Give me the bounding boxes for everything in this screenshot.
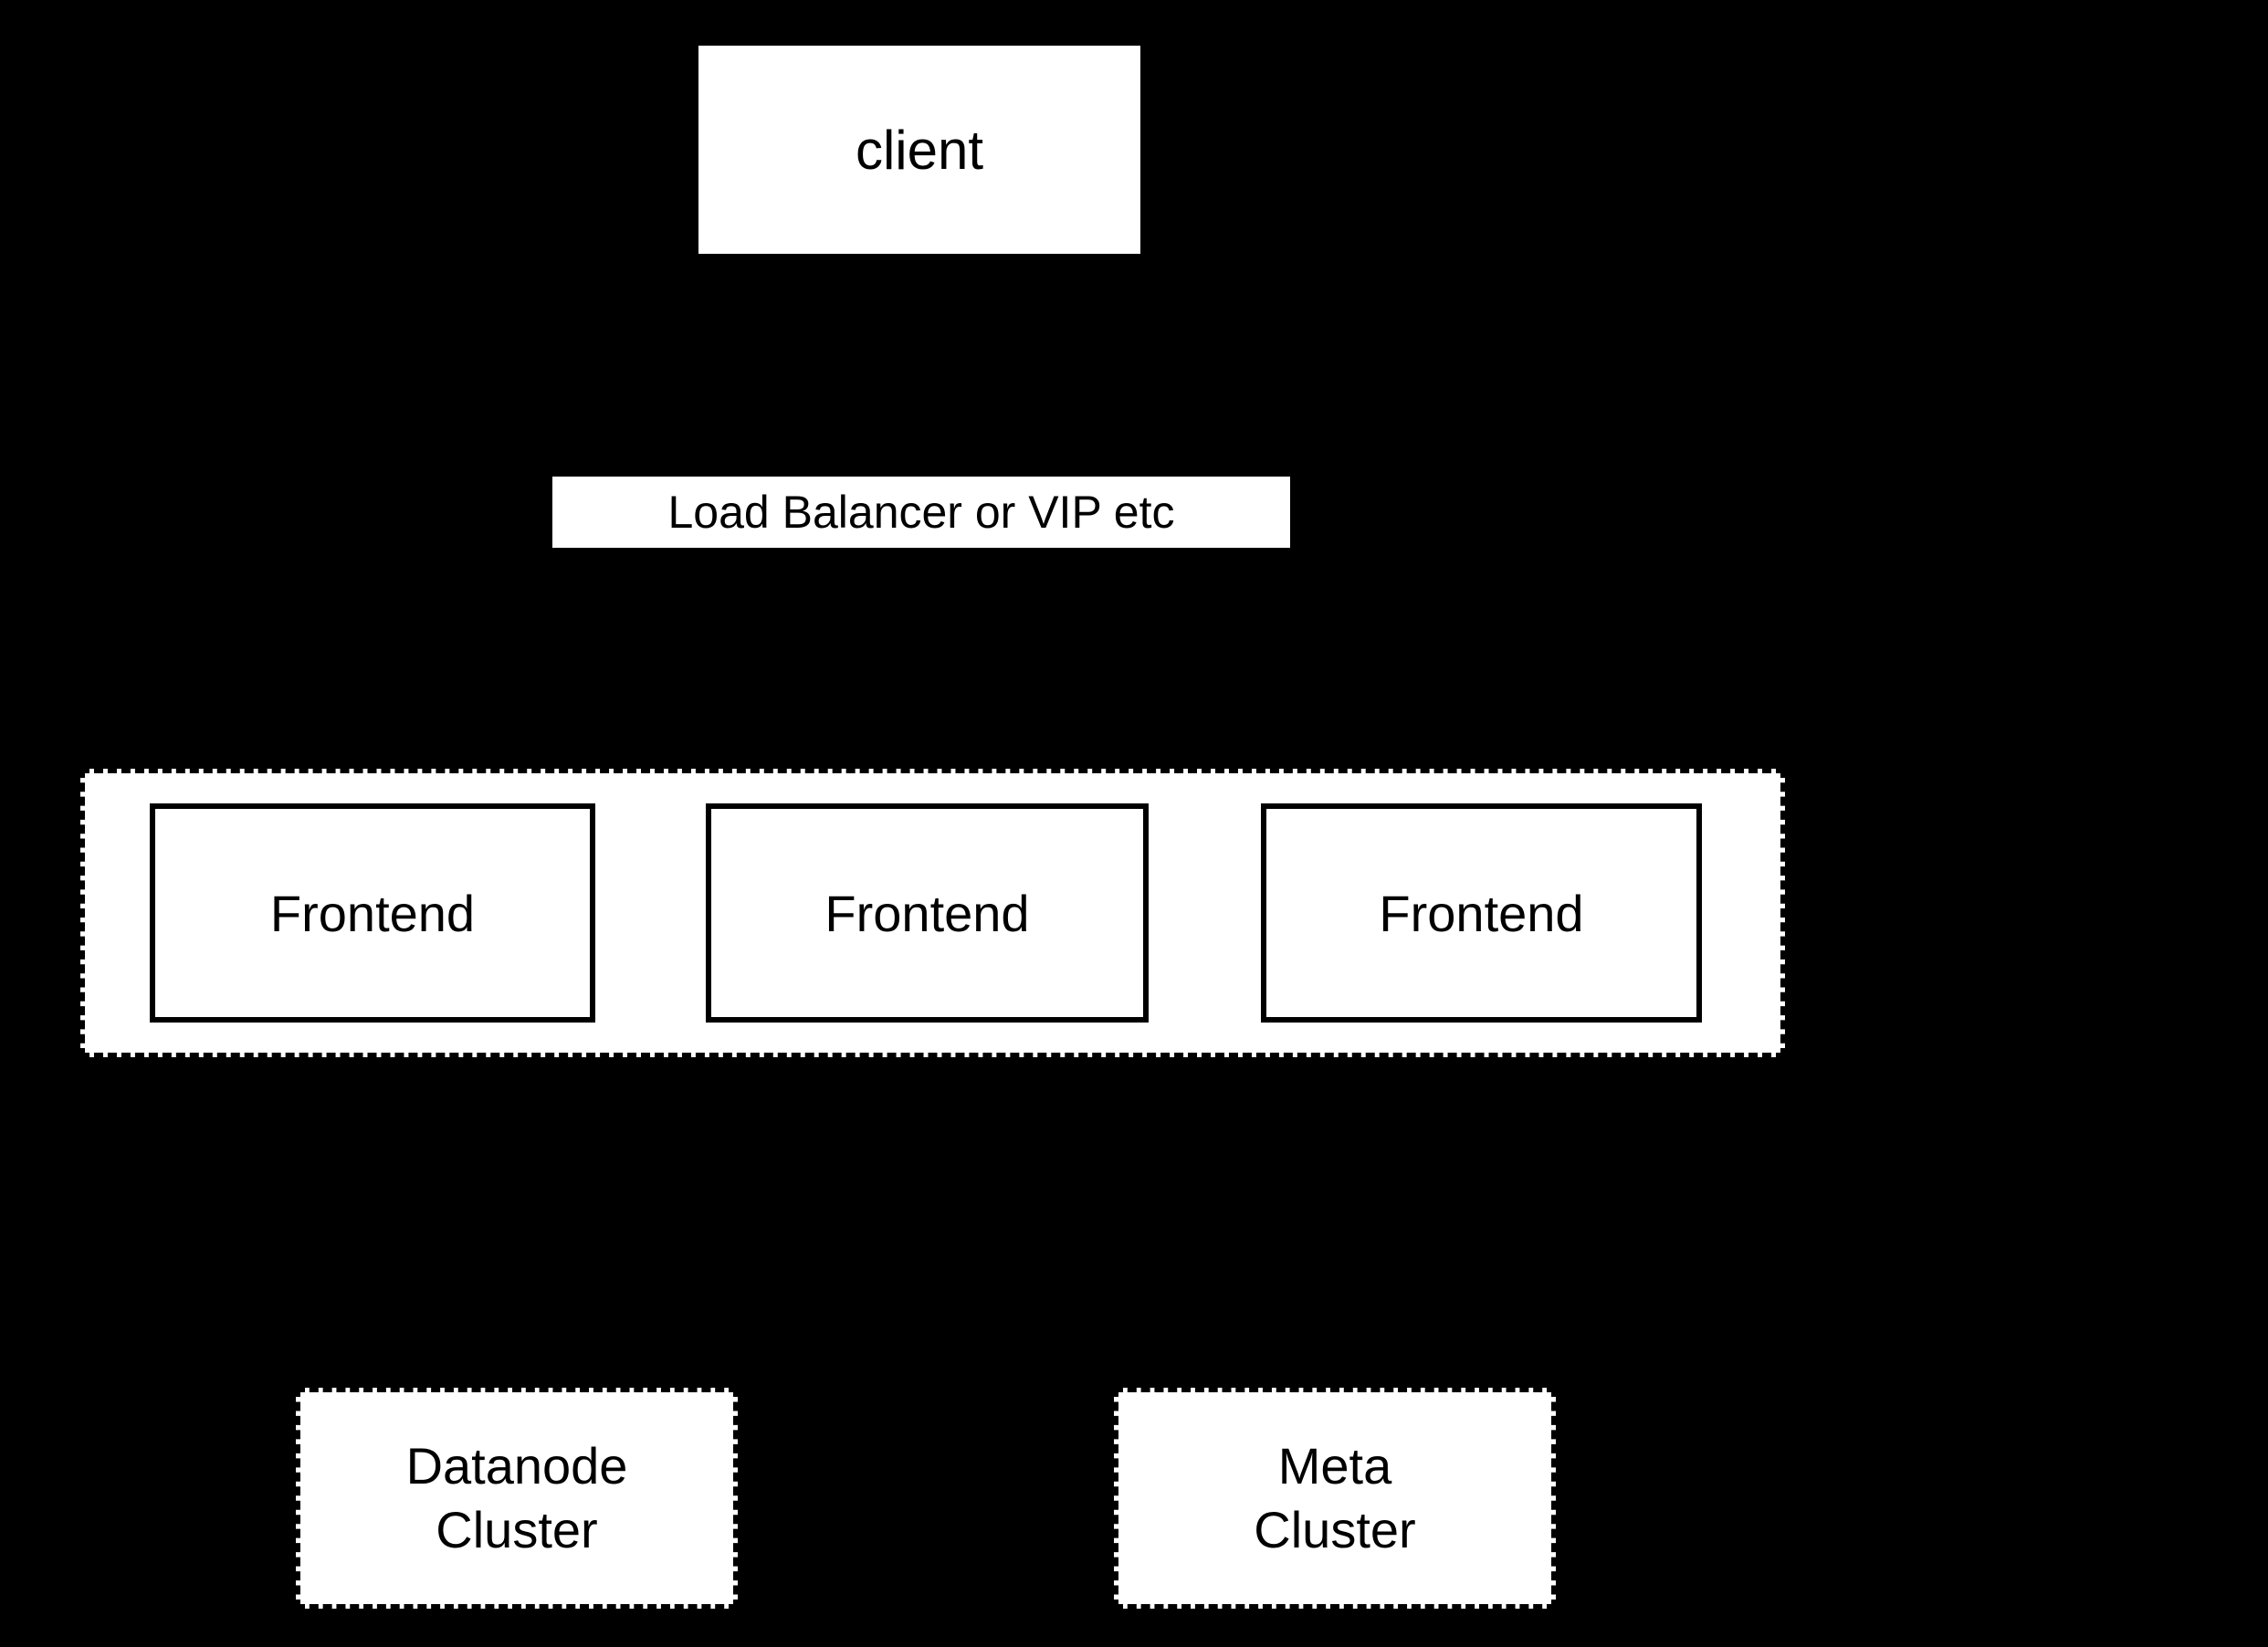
frontend-label-1: Frontend [269, 884, 476, 942]
meta-cluster-label: Meta Cluster [1254, 1437, 1416, 1558]
client-node: client [698, 46, 1140, 254]
load-balancer-label: Load Balancer or VIP etc [667, 487, 1175, 538]
frontend-label-3: Frontend [1379, 884, 1584, 942]
meta-cluster-node: Meta Cluster [1114, 1388, 1556, 1609]
frontend-group-container: Frontend Frontend Frontend [80, 769, 1785, 1057]
client-label: client [855, 119, 984, 181]
datanode-cluster-node: Datanode Cluster [296, 1388, 738, 1609]
load-balancer-node: Load Balancer or VIP etc [552, 477, 1290, 548]
datanode-cluster-label: Datanode Cluster [405, 1437, 628, 1558]
frontend-node-3: Frontend [1261, 803, 1702, 1023]
frontend-label-2: Frontend [824, 884, 1030, 942]
frontend-node-2: Frontend [706, 803, 1149, 1023]
frontend-node-1: Frontend [150, 803, 595, 1023]
